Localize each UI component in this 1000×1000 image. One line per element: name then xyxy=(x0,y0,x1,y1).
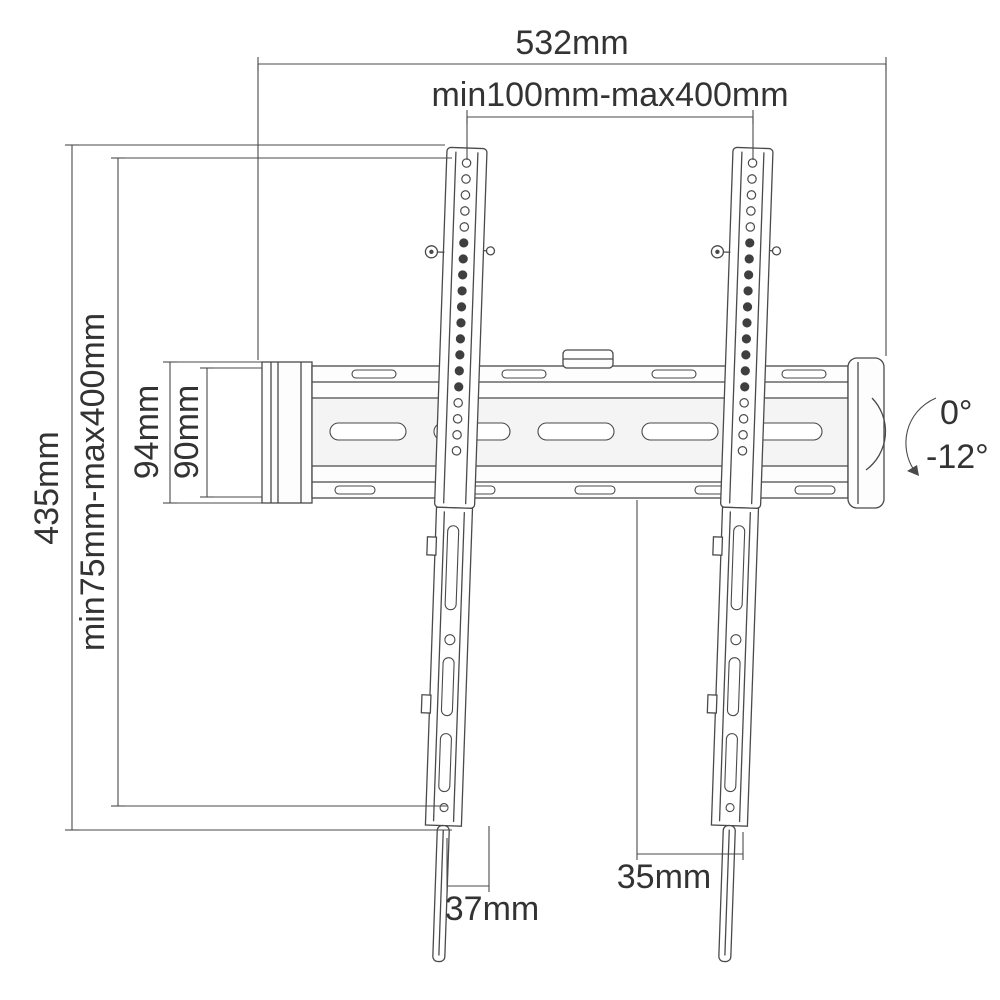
dim-vesa-width: min100mm-max400mm xyxy=(431,76,789,160)
dim-label-vesa-height: min75mm-max400mm xyxy=(74,313,112,651)
dim-label-depth-left: 37mm xyxy=(445,890,539,928)
dim-depth-left: 37mm xyxy=(445,826,539,928)
right-bracket xyxy=(706,146,782,963)
left-bracket-side-screw xyxy=(485,246,496,256)
dim-vesa-height: min75mm-max400mm xyxy=(74,157,452,807)
dim-label-height-total: 435mm xyxy=(28,431,66,544)
left-bracket-hook-lower xyxy=(420,694,432,714)
left-bracket-holes-middle xyxy=(454,238,469,392)
dim-label-width-total: 532mm xyxy=(515,24,628,62)
dim-label-vesa-width: min100mm-max400mm xyxy=(431,76,788,114)
wall-plate xyxy=(261,349,887,509)
right-bracket-holes-top xyxy=(745,158,758,232)
dim-label-depth-right: 35mm xyxy=(617,858,711,896)
right-bracket-side-screw xyxy=(771,246,782,256)
left-bracket-holes-top xyxy=(459,158,472,232)
wall-plate-left-endcap xyxy=(261,361,313,504)
right-bracket-hook-upper xyxy=(712,536,724,556)
dim-label-bracket-inner: 90mm xyxy=(168,385,206,479)
tilt-label-upper: 0° xyxy=(940,394,973,432)
wall-plate-right-end xyxy=(847,357,885,509)
dim-height-total: 435mm xyxy=(28,144,452,831)
right-bracket-holes-bottom xyxy=(737,398,749,456)
dim-bracket-inner: 90mm xyxy=(168,367,262,498)
left-bracket-holes-bottom xyxy=(451,398,463,456)
right-bracket-hook-lower xyxy=(706,694,718,714)
tilt-angle-indicator: 0° -12° xyxy=(905,394,989,476)
right-bracket-holes-middle xyxy=(740,238,755,392)
tilt-slot-curve xyxy=(865,397,887,471)
dim-label-bracket-outer: 94mm xyxy=(128,385,166,479)
dim-depth-right: 35mm xyxy=(617,500,744,896)
tilt-arc xyxy=(905,397,937,471)
tilt-label-lower: -12° xyxy=(926,438,989,476)
dim-bracket-outer: 94mm xyxy=(128,361,262,504)
tilt-arrowhead-icon xyxy=(907,465,919,476)
dimensions: 532mm min100mm-max400mm 435mm xyxy=(28,24,989,928)
left-bracket-hook-upper xyxy=(426,536,438,556)
rail-top-slots xyxy=(351,369,827,379)
left-bracket xyxy=(420,146,496,963)
dim-width-total: 532mm xyxy=(257,24,887,360)
